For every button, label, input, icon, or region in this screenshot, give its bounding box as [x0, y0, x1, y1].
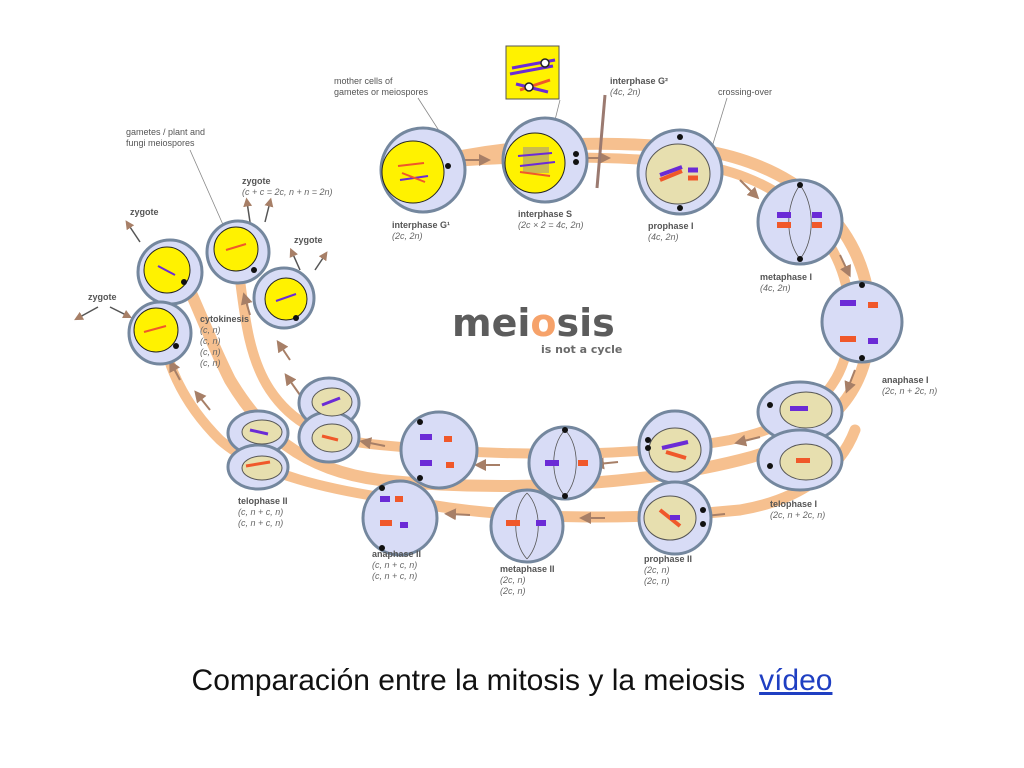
cell-prophase-2-bottom — [637, 480, 713, 556]
arrow — [739, 179, 760, 200]
meiosis-diagram: meiosis is not a cycle mother cells of g… — [74, 45, 937, 596]
label-gametes-1: gametes / plant and — [126, 127, 205, 137]
arrow — [264, 197, 274, 223]
arrow — [289, 247, 301, 271]
zoom-inset — [505, 45, 560, 100]
label-anaphase-2: anaphase II — [372, 549, 421, 559]
label-telophase-2-formula-2: (c, n + c, n) — [238, 518, 283, 528]
label-prophase-1: prophase I — [648, 221, 694, 231]
gamete-zygote-right — [252, 266, 316, 330]
arrow — [284, 373, 301, 396]
cell-telophase-1 — [756, 380, 844, 492]
label-interphase-s-formula: (2c × 2 = 4c, 2n) — [518, 220, 584, 230]
label-metaphase-2: metaphase II — [500, 564, 555, 574]
label-anaphase-2-formula-1: (c, n + c, n) — [372, 560, 417, 570]
arrow — [359, 437, 386, 450]
label-anaphase-1-formula: (2c, n + 2c, n) — [882, 386, 937, 396]
arrow — [243, 197, 253, 223]
title-prefix: mei — [452, 301, 530, 345]
gamete-zygote-left — [136, 238, 204, 306]
label-interphase-s: interphase S — [518, 209, 572, 219]
label-interphase-g2-formula: (4c, 2n) — [610, 87, 641, 97]
cell-anaphase-1 — [820, 280, 904, 364]
arrow — [194, 390, 211, 411]
label-metaphase-2-formula-2: (2c, n) — [500, 586, 526, 596]
cell-anaphase-2-bottom — [361, 479, 439, 557]
label-cytokinesis-formula-2: (c, n) — [200, 336, 221, 346]
title-suffix: sis — [557, 301, 615, 345]
label-zygote-top-formula: (c + c = 2c, n + n = 2n) — [242, 187, 333, 197]
cell-interphase-s — [501, 116, 589, 204]
label-interphase-g1: interphase G¹ — [392, 220, 450, 230]
label-gametes-2: fungi meiospores — [126, 138, 195, 148]
cell-anaphase-2-top — [399, 410, 479, 490]
video-link[interactable]: vídeo — [759, 664, 833, 697]
label-mother-cells-2: gametes or meiospores — [334, 87, 429, 97]
label-zygote-bottom: zygote — [88, 292, 117, 302]
label-prophase-2: prophase II — [644, 554, 692, 564]
label-metaphase-1: metaphase I — [760, 272, 812, 282]
arrow — [734, 434, 761, 447]
arrow — [444, 508, 471, 521]
label-zygote-top: zygote — [242, 176, 271, 186]
label-interphase-g1-formula: (2c, 2n) — [392, 231, 423, 241]
cell-interphase-g1 — [379, 126, 467, 214]
label-metaphase-1-formula: (4c, 2n) — [760, 283, 791, 293]
cell-metaphase-2-bottom — [489, 488, 565, 564]
diagram-subtitle: is not a cycle — [541, 343, 622, 356]
arrow — [109, 306, 133, 319]
gamete-zygote-top — [205, 219, 271, 285]
title-highlight: o — [530, 301, 556, 345]
label-cytokinesis-formula-4: (c, n) — [200, 358, 221, 368]
arrow — [74, 306, 99, 321]
arrow — [169, 359, 181, 381]
caption: Comparación entre la mitosis y la meiosi… — [0, 664, 1024, 698]
label-zygote-left: zygote — [130, 207, 159, 217]
cell-prophase-2-top — [637, 409, 713, 485]
label-anaphase-2-formula-2: (c, n + c, n) — [372, 571, 417, 581]
label-prophase-2-formula-2: (2c, n) — [644, 576, 670, 586]
label-interphase-g2: interphase G² — [610, 76, 668, 86]
label-cytokinesis: cytokinesis — [200, 314, 249, 324]
caption-text: Comparación entre la mitosis y la meiosi… — [191, 664, 746, 697]
label-anaphase-1: anaphase I — [882, 375, 929, 385]
arrow — [839, 254, 851, 278]
label-cytokinesis-formula-3: (c, n) — [200, 347, 221, 357]
g2-marker — [595, 94, 607, 189]
arrow — [240, 292, 253, 316]
label-crossing-over: crossing-over — [718, 87, 772, 97]
arrow — [844, 369, 856, 394]
label-mother-cells-1: mother cells of — [334, 76, 393, 86]
zygote-arrows — [74, 197, 328, 321]
label-telophase-2: telophase II — [238, 496, 288, 506]
cell-telophase-2-top — [297, 376, 361, 464]
arrow — [314, 251, 328, 271]
label-telophase-2-formula-1: (c, n + c, n) — [238, 507, 283, 517]
diagram-title: meiosis — [452, 301, 615, 345]
gamete-zygote-bottom — [127, 300, 193, 366]
arrow — [125, 220, 141, 243]
arrow — [276, 340, 291, 361]
label-telophase-1: telophase I — [770, 499, 817, 509]
label-metaphase-2-formula-1: (2c, n) — [500, 575, 526, 585]
cell-telophase-2-bottom — [226, 409, 290, 491]
label-telophase-1-formula: (2c, n + 2c, n) — [770, 510, 825, 520]
cell-prophase-1 — [636, 128, 724, 216]
label-prophase-1-formula: (4c, 2n) — [648, 232, 679, 242]
cell-metaphase-1 — [756, 178, 844, 266]
label-zygote-right: zygote — [294, 235, 323, 245]
label-cytokinesis-formula-1: (c, n) — [200, 325, 221, 335]
cell-metaphase-2-top — [527, 425, 603, 501]
label-prophase-2-formula-1: (2c, n) — [644, 565, 670, 575]
